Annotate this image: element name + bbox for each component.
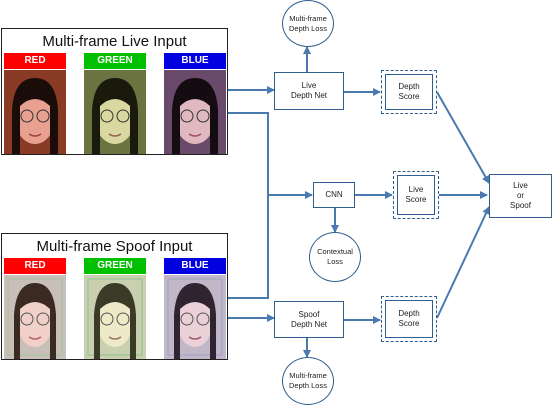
spoof-green-channel-label: GREEN: [84, 258, 146, 274]
live-score-box: Live Score: [393, 171, 439, 219]
depth-score-top-box: Depth Score: [381, 70, 437, 114]
spoof-face-red-image: [4, 275, 66, 359]
depth-loss-top-circle: Multi-frame Depth Loss: [282, 0, 334, 47]
depth-loss-bottom-circle: Multi-frame Depth Loss: [282, 357, 334, 405]
live-score-label: Live Score: [397, 175, 435, 215]
live-red-channel-label: RED: [4, 53, 66, 69]
live-blue-channel-label: BLUE: [164, 53, 226, 69]
cnn-box: CNN: [313, 182, 355, 208]
depth-score-bottom-label: Depth Score: [385, 300, 433, 338]
live-or-spoof-box: Live or Spoof: [489, 174, 552, 218]
live-depth-net-box: Live Depth Net: [274, 72, 344, 110]
spoof-face-green-image: [84, 275, 146, 359]
contextual-loss-circle: Contextual Loss: [309, 232, 361, 282]
live-green-channel-label: GREEN: [84, 53, 146, 69]
spoof-depth-net-box: Spoof Depth Net: [274, 301, 344, 338]
spoof-input-panel: Multi-frame Spoof Input RED GREEN BLUE: [1, 233, 228, 360]
live-face-green-image: [84, 70, 146, 154]
depth-score-bottom-box: Depth Score: [381, 296, 437, 342]
spoof-input-title: Multi-frame Spoof Input: [36, 238, 193, 255]
spoof-red-channel-label: RED: [4, 258, 66, 274]
live-face-red-image: [4, 70, 66, 154]
spoof-blue-channel-label: BLUE: [164, 258, 226, 274]
live-face-blue-image: [164, 70, 226, 154]
live-input-title: Multi-frame Live Input: [42, 33, 187, 50]
depth-score-top-label: Depth Score: [385, 74, 433, 110]
live-input-panel: Multi-frame Live Input RED GREEN BLUE: [1, 28, 228, 155]
spoof-face-blue-image: [164, 275, 226, 359]
